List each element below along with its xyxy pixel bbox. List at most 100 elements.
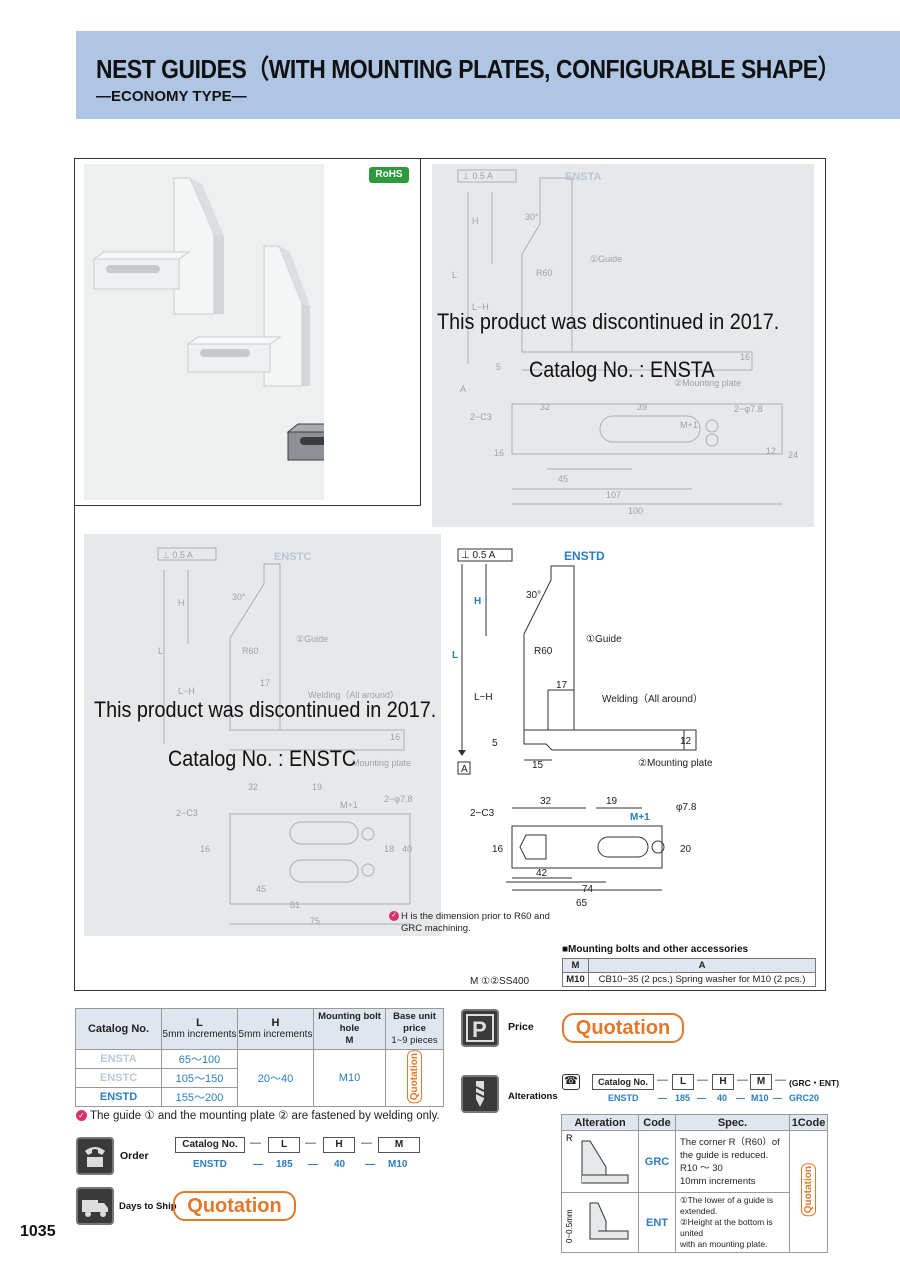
- main-figure-box: [74, 158, 826, 991]
- order-field-m: M: [378, 1137, 420, 1153]
- svg-text:⊥ 0.5 A: ⊥ 0.5 A: [162, 550, 193, 560]
- svg-text:H: H: [474, 596, 481, 607]
- price-quotation: Quotation: [562, 1013, 684, 1043]
- alt-value-m: M10: [751, 1093, 769, 1103]
- spec-row-enstd-l: 155～200: [161, 1087, 238, 1108]
- accessories-table: M A M10 CB10−35 (2 pcs.) Spring washer f…: [562, 958, 816, 987]
- enstd-drawing: ⊥ 0.5 A ENSTD 30° R60 ①Guide Welding（All…: [446, 540, 816, 910]
- svg-text:39: 39: [637, 402, 647, 412]
- spec-m-value: M10: [313, 1048, 386, 1108]
- svg-text:16: 16: [494, 448, 504, 458]
- days-to-ship-quotation: Quotation: [173, 1191, 296, 1221]
- order-value-l: 185: [276, 1159, 293, 1170]
- ensta-catalog-overlay: Catalog No. : ENSTA: [529, 357, 715, 382]
- ensta-tolerance: ⊥ 0.5 A: [462, 171, 493, 181]
- svg-text:L−H: L−H: [472, 302, 489, 312]
- spec-row-enstd-catalog: ENSTD: [75, 1087, 162, 1108]
- h-dimension-note: ✓H is the dimension prior to R60 and GRC…: [389, 911, 550, 935]
- alt-ent-figure: 0~0.5mm: [561, 1192, 639, 1253]
- alt-value-code: GRC20: [789, 1093, 820, 1103]
- svg-text:2−φ7.8: 2−φ7.8: [734, 404, 763, 414]
- enstc-discontinued-notice: This product was discontinued in 2017.: [94, 697, 437, 722]
- svg-text:①Guide: ①Guide: [586, 634, 622, 645]
- svg-text:19: 19: [312, 782, 322, 792]
- svg-text:H: H: [472, 216, 479, 226]
- svg-text:①Guide: ①Guide: [296, 634, 328, 644]
- svg-text:H: H: [178, 598, 185, 608]
- alterations-table: Alteration Code Spec. 1Code R GRC The co…: [561, 1114, 828, 1253]
- weld-note: ✓ The guide ① and the mounting plate ② a…: [76, 1108, 440, 1122]
- alt-field-l: L: [672, 1074, 694, 1090]
- alterations-icon: [461, 1075, 499, 1113]
- accessories-title: ■Mounting bolts and other accessories: [562, 944, 749, 955]
- truck-icon: [76, 1187, 114, 1225]
- alterations-label: Alterations: [508, 1091, 558, 1102]
- svg-text:A: A: [461, 764, 468, 775]
- svg-text:30°: 30°: [525, 212, 539, 222]
- price-label: Price: [508, 1021, 534, 1033]
- svg-text:19: 19: [606, 796, 618, 807]
- svg-text:2−C3: 2−C3: [470, 808, 495, 819]
- svg-text:L: L: [452, 270, 457, 280]
- svg-text:32: 32: [248, 782, 258, 792]
- svg-text:16: 16: [200, 844, 210, 854]
- svg-text:Mounting plate: Mounting plate: [352, 758, 411, 768]
- svg-text:45: 45: [256, 884, 266, 894]
- page-subtitle: ―ECONOMY TYPE―: [96, 88, 247, 105]
- enstd-tolerance: ⊥ 0.5 A: [461, 550, 496, 561]
- svg-text:R60: R60: [536, 268, 553, 278]
- alt-grc-figure: R: [561, 1130, 639, 1193]
- svg-text:R: R: [566, 1133, 573, 1143]
- alt-price-quotation: Quotation: [801, 1163, 816, 1217]
- svg-text:42: 42: [536, 868, 548, 879]
- ensta-drawing: ⊥ 0.5 A ENSTA 30° R60 ①Guide ②Mounting p…: [432, 164, 814, 527]
- page-number: 1035: [20, 1223, 56, 1240]
- svg-text:30°: 30°: [526, 590, 541, 601]
- order-value-h: 40: [334, 1159, 346, 1170]
- svg-text:32: 32: [540, 402, 550, 412]
- svg-text:65: 65: [576, 898, 588, 909]
- svg-text:L: L: [158, 646, 163, 656]
- svg-text:17: 17: [260, 678, 270, 688]
- order-field-h: H: [323, 1137, 355, 1153]
- order-field-catalog: Catalog No.: [175, 1137, 245, 1153]
- svg-text:M+1: M+1: [680, 420, 698, 430]
- weld-marker-icon: ✓: [76, 1110, 87, 1122]
- svg-text:17: 17: [556, 680, 568, 691]
- spec-price-cell: Quotation: [385, 1048, 444, 1108]
- svg-text:R60: R60: [242, 646, 259, 656]
- svg-text:0~0.5mm: 0~0.5mm: [565, 1209, 574, 1243]
- svg-text:74: 74: [582, 884, 594, 895]
- acc-cell-a: CB10−35 (2 pcs.) Spring washer for M10 (…: [588, 972, 816, 987]
- acc-header-m: M: [562, 958, 589, 973]
- svg-text:A: A: [460, 384, 466, 394]
- svg-text:2−C3: 2−C3: [470, 412, 492, 422]
- svg-text:P: P: [472, 1017, 487, 1042]
- alt-field-m: M: [750, 1074, 772, 1090]
- svg-text:2−C3: 2−C3: [176, 808, 198, 818]
- svg-text:15: 15: [532, 760, 544, 771]
- svg-text:32: 32: [540, 796, 552, 807]
- alt-code-ent: ENT: [638, 1192, 676, 1253]
- page-title: NEST GUIDES（WITH MOUNTING PLATES, CONFIG…: [96, 54, 841, 84]
- alt-spec-ent: ①The lower of a guide is extended. ②Heig…: [675, 1192, 790, 1253]
- svg-text:12: 12: [680, 736, 692, 747]
- svg-text:②Mounting plate: ②Mounting plate: [674, 378, 741, 388]
- alt-header-code: Code: [638, 1114, 676, 1131]
- svg-text:107: 107: [606, 490, 621, 500]
- svg-text:40: 40: [402, 844, 412, 854]
- alt-value-l: 185: [675, 1093, 691, 1103]
- svg-text:L: L: [452, 650, 458, 661]
- spec-price-quotation: Quotation: [407, 1050, 422, 1104]
- svg-text:L−H: L−H: [474, 692, 493, 703]
- note-marker-icon: ✓: [389, 911, 399, 922]
- svg-text:81: 81: [290, 900, 300, 910]
- svg-text:45: 45: [558, 474, 568, 484]
- alt-header-alteration: Alteration: [561, 1114, 639, 1131]
- material-spec: M ①②SS400: [470, 976, 530, 987]
- svg-text:φ7.8: φ7.8: [676, 802, 697, 813]
- spec-row-ensta-catalog: ENSTA: [75, 1048, 162, 1070]
